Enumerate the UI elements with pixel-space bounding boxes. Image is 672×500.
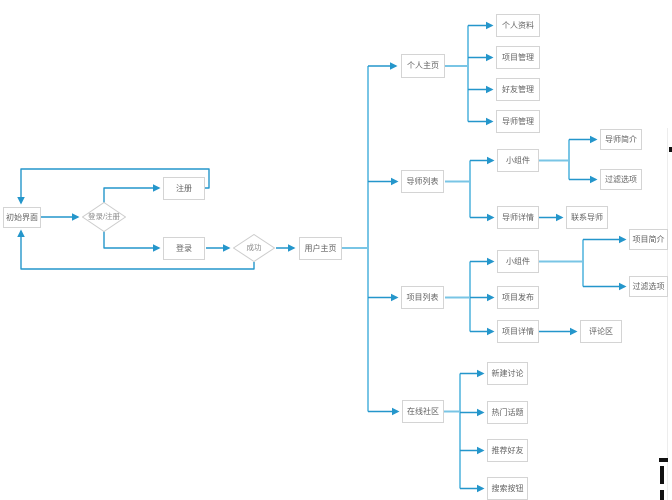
node-label: 项目详情	[502, 326, 534, 336]
node-hot-topics[interactable]: 热门话题	[487, 401, 528, 424]
node-project-list[interactable]: 项目列表	[401, 286, 444, 309]
node-project-widget[interactable]: 小组件	[497, 250, 539, 273]
node-label: 初始界面	[6, 212, 38, 222]
node-login-register-decision[interactable]: 登录/注册	[82, 202, 126, 232]
node-label: 用户主页	[304, 243, 337, 253]
artifact-mark-top	[669, 147, 672, 152]
node-initial-screen[interactable]: 初始界面	[3, 207, 41, 228]
node-label: 项目管理	[502, 52, 534, 62]
node-label: 项目简介	[632, 234, 665, 244]
node-label: 推荐好友	[491, 445, 524, 455]
node-label: 小组件	[506, 155, 530, 165]
node-label: 个人资料	[502, 20, 534, 30]
diamond-shape	[233, 234, 275, 262]
node-project-filter-options[interactable]: 过滤选项	[629, 276, 668, 297]
artifact-mark-bar	[660, 466, 664, 484]
node-success-decision[interactable]: 成功	[233, 234, 275, 262]
node-label: 热门话题	[491, 407, 524, 417]
node-label: 注册	[176, 183, 192, 193]
node-recommend-friends[interactable]: 推荐好友	[487, 439, 528, 462]
node-label: 好友管理	[502, 84, 534, 94]
node-label: 个人主页	[407, 61, 439, 70]
page-edge-line	[667, 128, 668, 500]
node-mentor-detail[interactable]: 导师详情	[497, 206, 539, 229]
node-mentor-list[interactable]: 导师列表	[401, 170, 444, 193]
diamond-shape	[82, 202, 126, 232]
node-comment-area[interactable]: 评论区	[580, 320, 622, 343]
node-project-intro[interactable]: 项目简介	[629, 229, 668, 250]
node-label: 成功	[246, 243, 262, 253]
node-contact-mentor[interactable]: 联系导师	[566, 206, 608, 229]
node-mentor-management[interactable]: 导师管理	[496, 110, 540, 133]
node-label: 导师列表	[406, 176, 439, 186]
connector	[17, 168, 210, 205]
node-label: 过滤选项	[605, 174, 637, 184]
node-mentor-widget[interactable]: 小组件	[497, 149, 539, 172]
node-label: 登录	[176, 243, 192, 253]
node-project-publish[interactable]: 项目发布	[497, 286, 539, 309]
node-new-discussion[interactable]: 新建讨论	[487, 362, 528, 385]
node-search-button[interactable]: 搜索按钮	[487, 477, 528, 500]
node-label: 小组件	[506, 256, 530, 266]
node-label: 搜索按钮	[491, 483, 524, 493]
node-personal-info[interactable]: 个人资料	[496, 14, 540, 37]
node-label: 导师管理	[502, 116, 534, 126]
node-login[interactable]: 登录	[163, 237, 205, 260]
node-friend-management[interactable]: 好友管理	[496, 78, 540, 101]
node-mentor-intro[interactable]: 导师简介	[600, 129, 642, 150]
node-label: 过滤选项	[632, 281, 665, 291]
node-register[interactable]: 注册	[163, 177, 205, 200]
node-user-home[interactable]: 用户主页	[299, 237, 342, 260]
node-project-detail[interactable]: 项目详情	[497, 320, 539, 343]
node-label: 联系导师	[571, 212, 603, 222]
connector	[103, 184, 161, 203]
node-label: 登录/注册	[87, 212, 121, 222]
node-label: 在线社区	[407, 406, 439, 416]
node-label: 导师详情	[502, 212, 534, 222]
connector	[103, 231, 161, 252]
node-label: 项目发布	[502, 292, 534, 302]
node-label: 导师简介	[605, 134, 637, 144]
artifact-mark-bar-bottom	[660, 490, 664, 500]
node-personal-home[interactable]: 个人主页	[401, 54, 445, 78]
node-project-management[interactable]: 项目管理	[496, 46, 540, 69]
node-label: 项目列表	[406, 292, 439, 302]
artifact-mark-dash	[659, 458, 668, 462]
node-online-community[interactable]: 在线社区	[402, 400, 444, 423]
node-label: 新建讨论	[491, 368, 524, 378]
node-label: 评论区	[589, 326, 613, 336]
node-mentor-filter-options[interactable]: 过滤选项	[600, 169, 642, 190]
connector	[17, 229, 255, 270]
